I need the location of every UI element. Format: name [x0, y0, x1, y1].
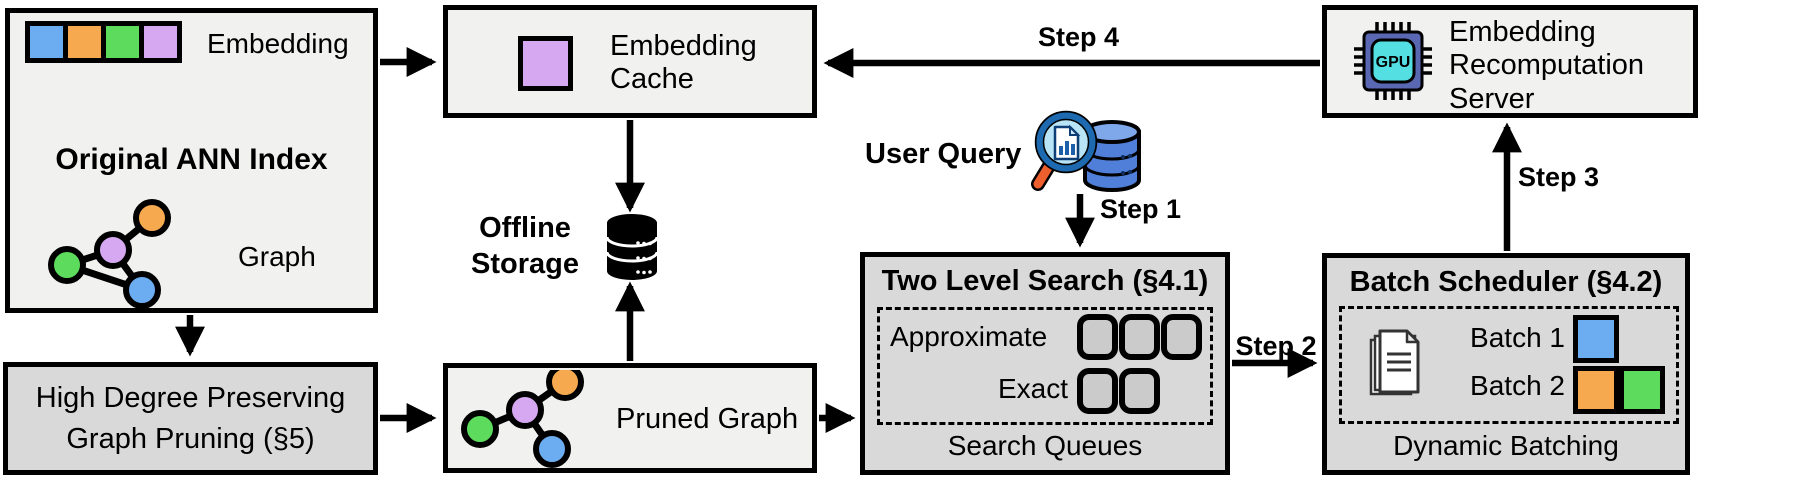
recomputation-server-box: GPU Embedding Recomputation Server — [1322, 5, 1698, 118]
embedding-square — [106, 26, 139, 58]
batch-scheduler-title: Batch Scheduler (§4.2) — [1349, 266, 1663, 298]
recomputation-server-label: Embedding Recomputation Server — [1449, 16, 1645, 115]
batch1-label: Batch 1 — [1470, 322, 1565, 353]
step2-label: Step 2 — [1235, 331, 1317, 361]
batch2-square — [1619, 366, 1665, 414]
graph-pruning-box: High Degree Preserving Graph Pruning (§5… — [3, 362, 378, 475]
original-ann-index-title: Original ANN Index — [55, 143, 328, 176]
user-query-icon — [1031, 110, 1141, 192]
cached-embedding-square — [518, 36, 573, 91]
queue-slot — [1161, 314, 1202, 360]
original-ann-index-box: Embedding Original ANN Index Graph — [5, 8, 378, 313]
gpu-chip-icon: GPU — [1354, 22, 1432, 100]
embedding-square — [68, 26, 101, 58]
step4-label: Step 4 — [1038, 22, 1120, 52]
embedding-cache-box: Embedding Cache — [443, 5, 817, 118]
queue-slot — [1119, 314, 1160, 360]
pruned-graph-box: Pruned Graph — [443, 363, 817, 473]
pruned-graph-label: Pruned Graph — [616, 403, 799, 435]
graph-pruning-label: High Degree Preserving Graph Pruning (§5… — [35, 381, 346, 455]
original-graph-icon — [48, 199, 171, 308]
embedding-strip — [25, 21, 182, 63]
embedding-square — [144, 26, 177, 58]
dynamic-batching-dashed-box — [1339, 306, 1679, 424]
gpu-chip-text: GPU — [1376, 54, 1411, 71]
batch2-squares — [1573, 366, 1665, 414]
pruned-graph-icon — [461, 370, 584, 468]
two-level-search-title: Two Level Search (§4.1) — [881, 265, 1209, 297]
exact-queues — [1077, 368, 1160, 414]
embedding-cache-label: Embedding Cache — [610, 30, 757, 96]
exact-label: Exact — [997, 373, 1068, 404]
offline-storage-database-icon — [605, 214, 659, 280]
batch1-square — [1573, 315, 1619, 363]
batch-scheduler-box: Batch Scheduler (§4.2) Batch 1 Batch 2 D… — [1322, 253, 1690, 475]
offline-storage-label: Offline Storage — [471, 212, 579, 281]
step3-label: Step 3 — [1518, 162, 1600, 192]
two-level-search-box: Two Level Search (§4.1) Approximate Exac… — [860, 252, 1230, 475]
embedding-square — [30, 26, 63, 58]
search-queues-dashed-box — [877, 307, 1213, 425]
graph-label: Graph — [238, 241, 316, 272]
batch2-label: Batch 2 — [1470, 370, 1565, 401]
documents-icon — [1369, 329, 1420, 396]
approximate-queues — [1077, 314, 1202, 360]
search-queues-label: Search Queues — [947, 430, 1143, 461]
queue-slot — [1077, 368, 1118, 414]
queue-slot — [1077, 314, 1118, 360]
batch1-squares — [1573, 315, 1619, 363]
batch2-square — [1573, 366, 1619, 414]
user-query-label: User Query — [865, 138, 1022, 170]
dynamic-batching-label: Dynamic Batching — [1393, 430, 1619, 461]
step1-label: Step 1 — [1100, 194, 1182, 224]
approximate-label: Approximate — [890, 321, 1048, 352]
embedding-label: Embedding — [207, 28, 349, 59]
queue-slot — [1119, 368, 1160, 414]
